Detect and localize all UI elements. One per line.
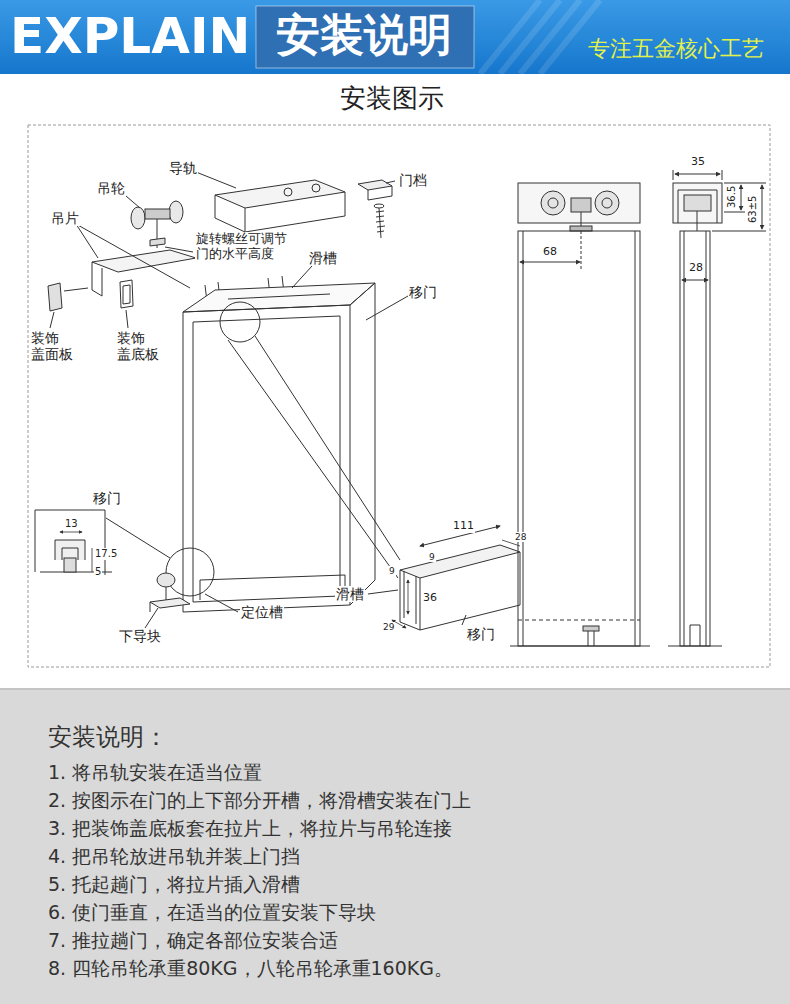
- dimension: 5: [94, 566, 102, 578]
- part-name: 滑槽: [335, 586, 365, 602]
- instruction-line: 3. 把装饰盖底板套在拉片上，将拉片与吊轮连接: [48, 818, 452, 840]
- header-band: [0, 0, 790, 74]
- dimension: 9: [388, 566, 396, 576]
- notes-ground: [0, 688, 790, 1004]
- dimension: 63±5: [747, 195, 759, 224]
- notes-rule: [0, 688, 790, 690]
- panel-border: [28, 125, 770, 667]
- header-title-box: [256, 6, 474, 68]
- dimension: 17.5: [94, 548, 118, 560]
- part-name: 吊轮: [96, 180, 126, 196]
- part-name: 门档: [398, 172, 428, 188]
- instruction-line: 8. 四轮吊轮承重80KG，八轮吊轮承重160KG。: [48, 958, 453, 980]
- dimension: 29: [382, 622, 395, 632]
- dimension: 28: [514, 532, 527, 542]
- adjust-note: 旋转螺丝可调节 门的水平高度: [195, 232, 293, 262]
- part-name: 装饰 盖底板: [116, 330, 162, 362]
- dimension: 9: [428, 552, 436, 562]
- instruction-line: 1. 将吊轨安装在适当位置: [48, 762, 262, 784]
- exploded-view: [35, 93, 520, 630]
- part-name: 装饰 盖面板: [30, 330, 76, 362]
- front-elevation: [510, 183, 650, 646]
- header-title: 安装说明: [276, 10, 452, 61]
- notes-heading: 安装说明：: [48, 724, 168, 752]
- dimension: 13: [64, 518, 79, 530]
- header-stripes: [480, 0, 600, 74]
- part-name: 吊片: [50, 210, 80, 226]
- dimension: 68: [542, 246, 558, 259]
- instruction-line: 5. 托起趟门，将拉片插入滑槽: [48, 874, 300, 896]
- dimension: 36: [422, 592, 438, 605]
- part-name: 移门: [92, 490, 122, 506]
- instruction-line: 4. 把吊轮放进吊轨并装上门挡: [48, 846, 300, 868]
- instruction-line: 2. 按图示在门的上下部分开槽，将滑槽安装在门上: [48, 790, 471, 812]
- part-name: 移门: [408, 284, 438, 300]
- slogan: 专注五金核心工艺: [588, 36, 764, 61]
- dimension: 28: [688, 262, 704, 275]
- dimension: 35: [690, 156, 706, 169]
- instruction-line: 7. 推拉趟门，确定各部位安装合适: [48, 930, 338, 952]
- side-elevation: [668, 170, 766, 646]
- dimension: 36.5: [726, 185, 738, 209]
- part-name: 定位槽: [240, 604, 284, 620]
- dimension: 111: [452, 520, 475, 533]
- part-name: 滑槽: [308, 250, 338, 266]
- brand-word: EXPLAIN: [10, 8, 250, 66]
- part-name: 移门: [466, 626, 496, 642]
- instruction-line: 6. 使门垂直，在适当的位置安装下导块: [48, 902, 376, 924]
- diagram-title: 安装图示: [0, 84, 787, 114]
- part-name: 下导块: [118, 628, 162, 644]
- part-name: 导轨: [168, 160, 198, 176]
